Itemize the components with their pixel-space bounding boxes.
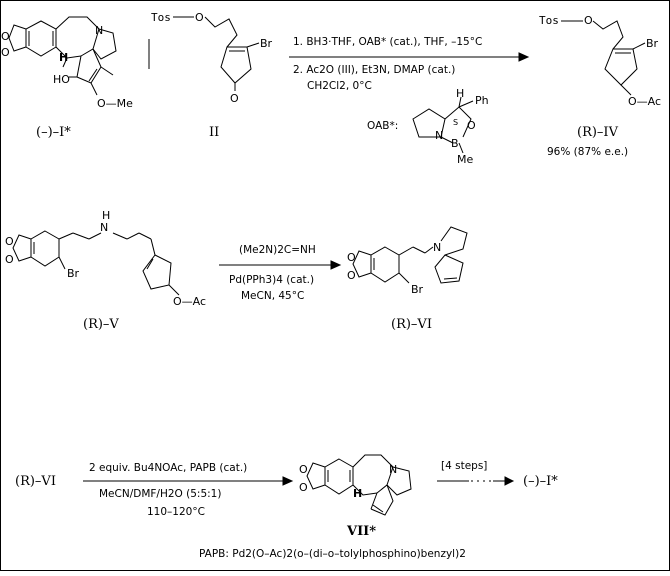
arrow-head [282,476,294,486]
yield-text: 96% (87% e.e.) [547,146,628,158]
atom-tos: Tos [539,14,559,27]
atom-ho: HO [53,73,70,86]
conditions-line-1: (Me2N)2C=NH [239,244,316,256]
atom-o: O [347,251,356,264]
atom-o: O [230,92,239,105]
structure-compound-VII [306,454,412,516]
atom-o: O [1,46,10,59]
structure-compound-I [8,16,117,96]
compound-VII-label: VII* [346,524,376,539]
conditions-line-2: MeCN/DMF/H2O (5:5:1) [99,488,221,500]
atom-n: N [433,241,441,254]
arrow-head [504,476,515,486]
atom-h: H [456,87,464,100]
atom-b: B [451,137,459,150]
atom-ome: O—Me [97,97,133,110]
conditions-line-3: CH2Cl2, 0°C [307,80,372,92]
atom-ph: Ph [475,94,489,107]
arrow-head [330,260,342,270]
structure-oab-catalyst [412,96,474,154]
arrow-head [518,52,530,62]
structure-compound-VI [352,226,468,284]
compound-I-label: (–)–I* [36,125,71,140]
atom-n: N [435,129,443,142]
atom-tos: Tos [151,11,171,24]
steps-label: [4 steps] [441,460,487,472]
atom-oac: O—Ac [173,295,206,308]
atom-h: H [353,487,362,500]
atom-br: Br [646,37,659,50]
conditions-line-2: Pd(PPh3)4 (cat.) [229,274,314,286]
conditions-line-3: MeCN, 45°C [241,290,304,302]
atom-o: O [347,269,356,282]
atom-o: O [195,11,204,24]
atom-o: O [584,14,593,27]
compound-V-label: (R)–V [83,317,119,332]
atom-o: O [299,463,308,476]
atom-h: H [102,209,110,222]
atom-o: O [299,481,308,494]
atom-br: Br [411,283,424,296]
compound-IV-label: (R)–IV [577,125,619,140]
atom-me: Me [457,153,473,166]
start-compound-label: (R)–VI [15,474,56,489]
structure-compound-IV [561,20,646,96]
atom-n: N [389,463,397,476]
atom-oac: O—Ac [628,95,661,108]
structure-compound-II [173,16,260,91]
product-label: (–)–I* [523,474,558,489]
structure-compound-V [12,230,180,296]
compound-VI-label: (R)–VI [391,317,432,332]
conditions-line-1: 1. BH3·THF, OAB* (cat.), THF, –15°C [293,36,482,48]
atom-o: O [5,253,14,266]
catalyst-label: OAB*: [367,120,398,132]
atom-br: Br [260,37,273,50]
atom-o: O [467,119,476,132]
atom-o: O [5,235,14,248]
conditions-line-2: 2. Ac2O (III), Et3N, DMAP (cat.) [293,64,455,76]
atom-n: N [95,24,103,37]
footnote: PAPB: Pd2(O–Ac)2(o–(di–o–tolylphosphino)… [199,548,466,560]
atom-o: O [1,30,10,43]
conditions-line-3: 110–120°C [147,506,205,518]
atom-s: S [453,118,458,127]
atom-n: N [100,221,108,234]
atom-h: H [59,51,68,64]
conditions-line-1: 2 equiv. Bu4NOAc, PAPB (cat.) [89,462,247,474]
compound-II-label: II [209,125,219,140]
atom-br: Br [67,267,80,280]
